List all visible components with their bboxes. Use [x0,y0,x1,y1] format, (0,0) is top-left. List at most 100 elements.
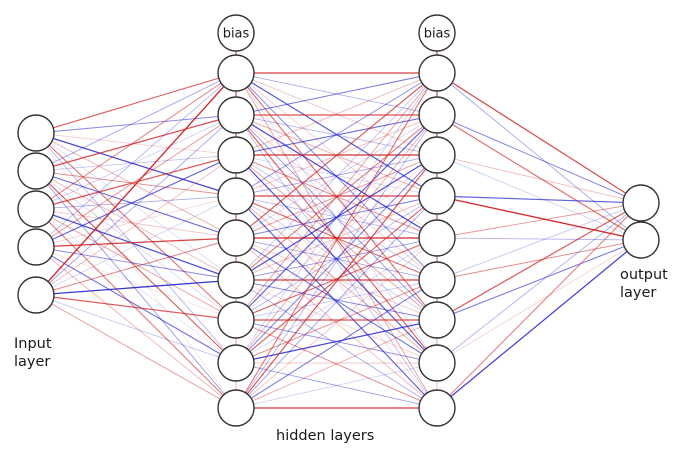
node-hidden-2-9[interactable] [418,389,456,427]
connection-hidden-1-4-to-hidden-2-8 [235,237,438,409]
connection-hidden-1-7-to-hidden-2-2 [235,154,438,364]
node-hidden-2-2[interactable] [418,96,456,134]
connection-input-0-to-hidden-1-0 [35,72,237,134]
node-input-5[interactable] [17,276,55,314]
connection-hidden-1-8-to-hidden-2-7 [235,362,438,409]
node-hidden-2-1[interactable] [418,54,456,92]
connection-hidden-1-7-to-hidden-2-6 [235,319,438,364]
connection-hidden-2-0-to-output-1 [436,72,642,241]
connection-input-0-to-hidden-1-6 [35,132,237,321]
connection-hidden-1-1-to-hidden-2-0 [235,72,438,116]
connection-hidden-1-8-to-hidden-2-5 [235,279,438,409]
connection-input-1-to-hidden-1-2 [35,154,237,172]
connection-input-4-to-hidden-1-0 [35,72,237,296]
node-hidden-2-4[interactable] [418,177,456,215]
connection-hidden-2-2-to-output-0 [436,154,642,204]
connection-hidden-2-6-to-output-0 [436,202,642,321]
node-hidden-2-7[interactable] [418,301,456,339]
connection-input-0-to-hidden-1-3 [35,132,237,197]
node-hidden-2-5[interactable] [418,219,456,257]
connection-input-2-to-hidden-1-5 [35,208,237,281]
connection-hidden-2-5-to-output-1 [436,239,642,281]
connection-input-4-to-hidden-1-6 [35,294,237,321]
node-output-1[interactable] [622,184,660,222]
connection-input-3-to-hidden-1-1 [35,114,237,248]
connection-input-3-to-hidden-1-7 [35,246,237,364]
connection-hidden-1-3-to-hidden-2-0 [235,72,438,197]
node-output-2[interactable] [622,221,660,259]
connection-hidden-1-8-to-hidden-2-1 [235,114,438,409]
connection-hidden-2-2-to-output-1 [436,154,642,241]
node-input-4[interactable] [17,228,55,266]
connections-group [35,33,642,409]
connection-input-1-to-hidden-1-8 [35,170,237,409]
connection-input-0-to-hidden-1-8 [35,132,237,409]
connection-input-2-to-hidden-1-0 [35,72,237,210]
connection-hidden-1-3-to-hidden-2-6 [235,195,438,321]
connection-input-1-to-hidden-1-4 [35,170,237,239]
connection-input-3-to-hidden-1-3 [35,195,237,248]
connection-input-3-to-hidden-1-8 [35,246,237,409]
node-hidden-1-8[interactable] [217,344,255,382]
connection-hidden-2-7-to-output-1 [436,239,642,364]
connection-input-4-to-hidden-1-4 [35,237,237,296]
connection-hidden-1-4-to-hidden-2-0 [235,72,438,239]
node-hidden-1-7[interactable] [217,301,255,339]
node-hidden-1-2[interactable] [217,96,255,134]
node-input-3[interactable] [17,190,55,228]
connection-hidden-2-7-to-output-0 [436,202,642,364]
connection-input-2-to-hidden-1-6 [35,208,237,321]
connection-input-2-to-hidden-1-8 [35,208,237,409]
node-hidden-1-5[interactable] [217,219,255,257]
node-hidden-1-9[interactable] [217,389,255,427]
connection-hidden-1-7-to-hidden-2-0 [235,72,438,364]
hidden-layers-label: hidden layers [276,428,375,444]
connection-input-0-to-hidden-1-5 [35,132,237,281]
connection-input-2-to-hidden-1-3 [35,195,237,210]
node-hidden-2-8[interactable] [418,344,456,382]
connection-input-4-to-hidden-1-8 [35,294,237,409]
bias-node-label-hidden-1: bias [223,27,250,42]
connection-hidden-1-4-to-hidden-2-1 [235,114,438,239]
connection-hidden-1-3-to-hidden-2-2 [235,154,438,197]
node-hidden-1-6[interactable] [217,261,255,299]
node-input-2[interactable] [17,152,55,190]
connection-hidden-1-0-to-hidden-2-2 [235,72,438,156]
bias-node-hidden-2[interactable] [418,14,456,52]
connection-hidden-1-7-to-hidden-2-8 [235,362,438,409]
connection-input-4-to-hidden-1-3 [35,195,237,296]
connection-input-4-to-hidden-1-1 [35,114,237,296]
node-hidden-1-4[interactable] [217,177,255,215]
connection-hidden-1-8-to-hidden-2-4 [235,237,438,409]
node-hidden-1-1[interactable] [217,54,255,92]
connection-hidden-1-1-to-hidden-2-4 [235,114,438,239]
connection-hidden-1-2-to-hidden-2-0 [235,72,438,156]
connection-hidden-1-1-to-hidden-2-8 [235,114,438,409]
connection-hidden-2-8-to-output-0 [436,202,642,409]
node-hidden-2-3[interactable] [418,136,456,174]
connection-hidden-2-6-to-output-1 [436,239,642,321]
node-input-1[interactable] [17,114,55,152]
node-hidden-1-3[interactable] [217,136,255,174]
input-layer-label: Input layer [14,336,52,370]
connection-input-2-to-hidden-1-7 [35,208,237,364]
connection-input-3-to-hidden-1-2 [35,154,237,248]
connection-input-1-to-hidden-1-0 [35,72,237,172]
connection-hidden-1-1-to-hidden-2-7 [235,114,438,364]
connection-input-2-to-hidden-1-1 [35,114,237,210]
connection-hidden-2-5-to-output-0 [436,202,642,281]
connection-hidden-1-8-to-hidden-2-2 [235,154,438,409]
connection-hidden-1-8-to-hidden-2-6 [235,319,438,409]
node-hidden-2-6[interactable] [418,261,456,299]
connection-hidden-1-6-to-hidden-2-1 [235,114,438,321]
connection-hidden-1-7-to-hidden-2-4 [235,237,438,364]
connection-input-2-to-hidden-1-2 [35,154,237,210]
bias-node-hidden-1[interactable] [217,14,255,52]
connection-input-3-to-hidden-1-5 [35,246,237,281]
connection-hidden-1-7-to-hidden-2-1 [235,114,438,364]
connection-hidden-1-5-to-hidden-2-3 [235,195,438,281]
connection-hidden-2-1-to-output-0 [436,114,642,204]
connection-hidden-1-7-to-hidden-2-5 [235,279,438,364]
